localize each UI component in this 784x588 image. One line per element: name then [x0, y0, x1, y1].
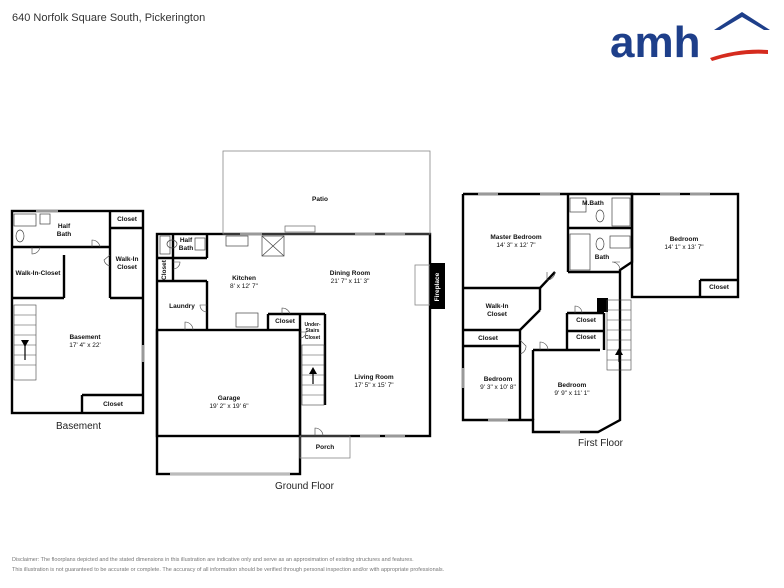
room-walk-in-closet-basement: Walk-In-Closet [15, 270, 61, 277]
room-under-stairs-closet: Under-Stairs Closet [304, 322, 321, 341]
patio-outline [222, 150, 431, 235]
room-half-bath-ground: Half Bath [178, 237, 194, 253]
room-closet-basement-2: Closet [103, 401, 123, 408]
room-closet-first-3: Closet [576, 317, 596, 324]
room-patio: Patio [312, 196, 328, 203]
ground-upper-outline [155, 232, 432, 438]
floor-label-ground: Ground Floor [275, 481, 334, 492]
room-walk-in-closet-first: Walk-In Closet [485, 303, 509, 319]
porch-outline [299, 435, 351, 459]
room-closet-basement-1: Closet [117, 216, 137, 223]
disclaimer-line-2: This illustration is not guaranteed to b… [12, 567, 445, 573]
amh-logo: amh [610, 12, 770, 65]
roof-icon [714, 12, 770, 30]
logo-swoosh [710, 49, 768, 61]
room-porch: Porch [315, 444, 335, 451]
room-closet-ground-2: Closet [275, 318, 295, 325]
windows [36, 192, 710, 438]
room-walk-in-closet-basement-2: Walk-In Closet [115, 256, 139, 272]
room-closet-first-4: Closet [576, 334, 596, 341]
room-half-bath-basement: Half Bath [56, 223, 72, 239]
logo-text: amh [610, 18, 700, 65]
fireplace-box [430, 263, 445, 309]
chimney-block [597, 298, 608, 312]
room-closet-first-1: Closet [709, 284, 729, 291]
fixtures [13, 197, 631, 328]
floor-label-first: First Floor [578, 438, 623, 449]
door-swings [31, 239, 621, 437]
room-closet-ground-1: Closet [160, 260, 168, 280]
fireplace-hearth [414, 264, 431, 306]
basement-outline [10, 209, 145, 415]
stairs [13, 299, 632, 406]
patio-step [284, 225, 316, 233]
room-fireplace: Fireplace [433, 272, 441, 302]
room-laundry: Laundry [169, 303, 195, 310]
property-address: 640 Norfolk Square South, Pickerington [12, 12, 206, 24]
disclaimer-line-1: Disclaimer: The floorplans depicted and … [12, 557, 414, 563]
room-bath: Bath [594, 254, 610, 261]
floor-label-basement: Basement [56, 421, 102, 432]
stair-arrows [21, 340, 623, 384]
room-closet-first-2: Closet [478, 335, 498, 342]
room-m-bath: M.Bath [582, 200, 604, 207]
bedroom1-outline [630, 192, 740, 299]
